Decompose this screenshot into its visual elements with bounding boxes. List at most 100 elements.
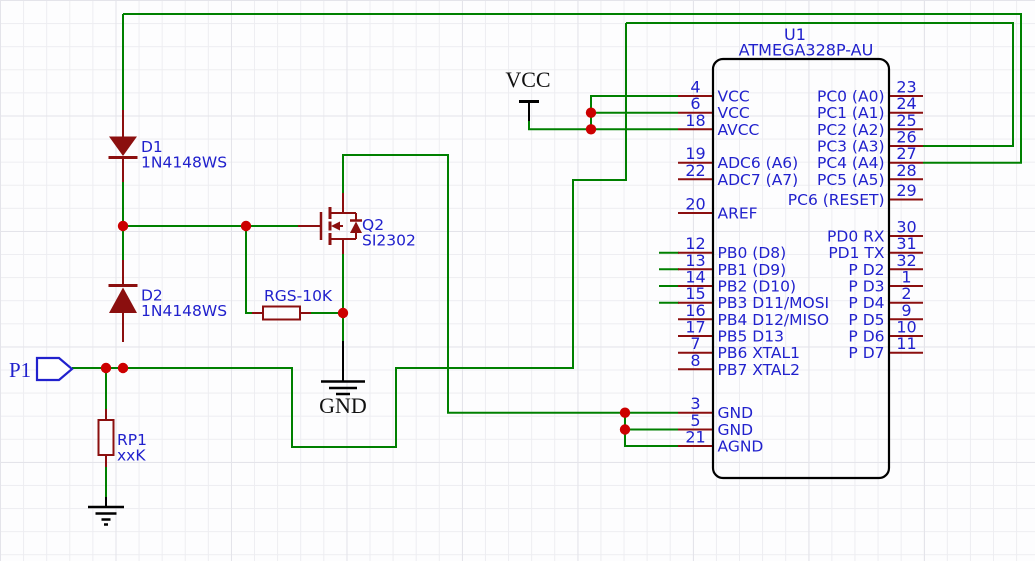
pin-number: 32: [896, 251, 916, 270]
d2-triangle: [109, 287, 137, 313]
pin-number: 24: [896, 94, 916, 113]
wire-rgs-left[interactable]: [245, 226, 263, 314]
rgs-label[interactable]: RGS-10K: [264, 287, 333, 305]
u1-body[interactable]: [711, 57, 891, 480]
p1-flag[interactable]: [35, 356, 74, 382]
pin-name: ADC7 (A7): [718, 171, 799, 189]
pin-name: PB5 D13: [718, 328, 784, 346]
pin-name: PC0 (A0): [817, 88, 885, 106]
component-rgs-resistor[interactable]: RGS-10K: [252, 287, 333, 321]
wire-vcc-pin4[interactable]: [590, 95, 678, 130]
pin-name: GND: [718, 421, 754, 439]
pin-name: AGND: [718, 438, 764, 456]
junction: [337, 307, 349, 319]
pin-number: 11: [896, 334, 916, 353]
pin-number: 7: [690, 334, 700, 353]
d1-triangle: [109, 136, 137, 156]
wire-drain[interactable]: [342, 154, 678, 414]
pin-name: PC1 (A1): [817, 104, 885, 122]
pin-number: 29: [896, 181, 916, 200]
u1-part[interactable]: ATMEGA328P-AU: [739, 41, 874, 60]
ic-pin-1[interactable]: 1P D3: [848, 268, 923, 296]
port-p1[interactable]: P1: [9, 356, 74, 382]
junction: [585, 107, 597, 118]
wire-vcc[interactable]: [528, 120, 591, 131]
rp1-body: [97, 419, 115, 456]
vcc-symbol[interactable]: VCC: [505, 67, 551, 121]
earth-ground-symbol[interactable]: [88, 497, 124, 526]
rp1-ref[interactable]: RP1: [117, 431, 147, 449]
d2-ref[interactable]: D2: [141, 287, 163, 305]
junction: [585, 124, 597, 135]
vcc-label: VCC: [505, 67, 550, 92]
pin-name: PB7 XTAL2: [718, 361, 800, 379]
pin-name: PC5 (A5): [817, 171, 885, 189]
pin-name: GND: [718, 404, 754, 422]
ic-pin-9[interactable]: 9P D5: [848, 301, 923, 329]
junction: [117, 220, 129, 232]
rgs-body: [262, 305, 301, 321]
component-rp1-resistor[interactable]: RP1 xxK: [97, 409, 147, 467]
ic-pin-10[interactable]: 10P D6: [848, 318, 923, 346]
q2-value[interactable]: SI2302: [362, 232, 416, 250]
q2-ref[interactable]: Q2: [362, 216, 384, 234]
gnd-symbol[interactable]: GND: [319, 341, 367, 418]
ic-pin-32[interactable]: 32P D2: [848, 251, 923, 279]
d1-ref[interactable]: D1: [141, 138, 163, 156]
u1-ref[interactable]: U1: [784, 25, 806, 44]
junction-dots: [100, 107, 631, 435]
component-d1-diode[interactable]: D1 1N4148WS: [108, 110, 228, 182]
pin-number: 9: [901, 301, 911, 320]
pin-name: PB0 (D8): [718, 244, 787, 262]
wire-p1-route[interactable]: [74, 23, 627, 448]
pin-number: 5: [690, 411, 700, 430]
ic-pin-2[interactable]: 2P D4: [848, 284, 923, 312]
ic-pin-11[interactable]: 11P D7: [848, 334, 923, 362]
pin-number: 15: [685, 284, 705, 303]
pin-name: PB4 D12/MISO: [718, 311, 830, 329]
pin-number: 3: [690, 394, 700, 413]
wire-p1-to-pc3[interactable]: [626, 22, 1014, 147]
pin-name: P D6: [848, 328, 884, 346]
pin-name: PB2 (D10): [718, 278, 797, 296]
rp1-value[interactable]: xxK: [117, 447, 146, 465]
d2-value[interactable]: 1N4148WS: [141, 302, 227, 320]
pin-number: 12: [685, 234, 705, 253]
junction: [240, 220, 252, 232]
component-d2-diode[interactable]: D2 1N4148WS: [108, 260, 228, 342]
d1-value[interactable]: 1N4148WS: [141, 154, 227, 172]
pin-name: VCC: [718, 88, 750, 106]
component-q2-mosfet[interactable]: Q2 SI2302: [298, 193, 416, 254]
pin-name: P D4: [848, 294, 884, 312]
wire-d1-to-pc4[interactable]: [123, 13, 1022, 164]
wire-gnd-pins[interactable]: [624, 412, 678, 447]
pin-name: PD0 RX: [827, 228, 885, 246]
